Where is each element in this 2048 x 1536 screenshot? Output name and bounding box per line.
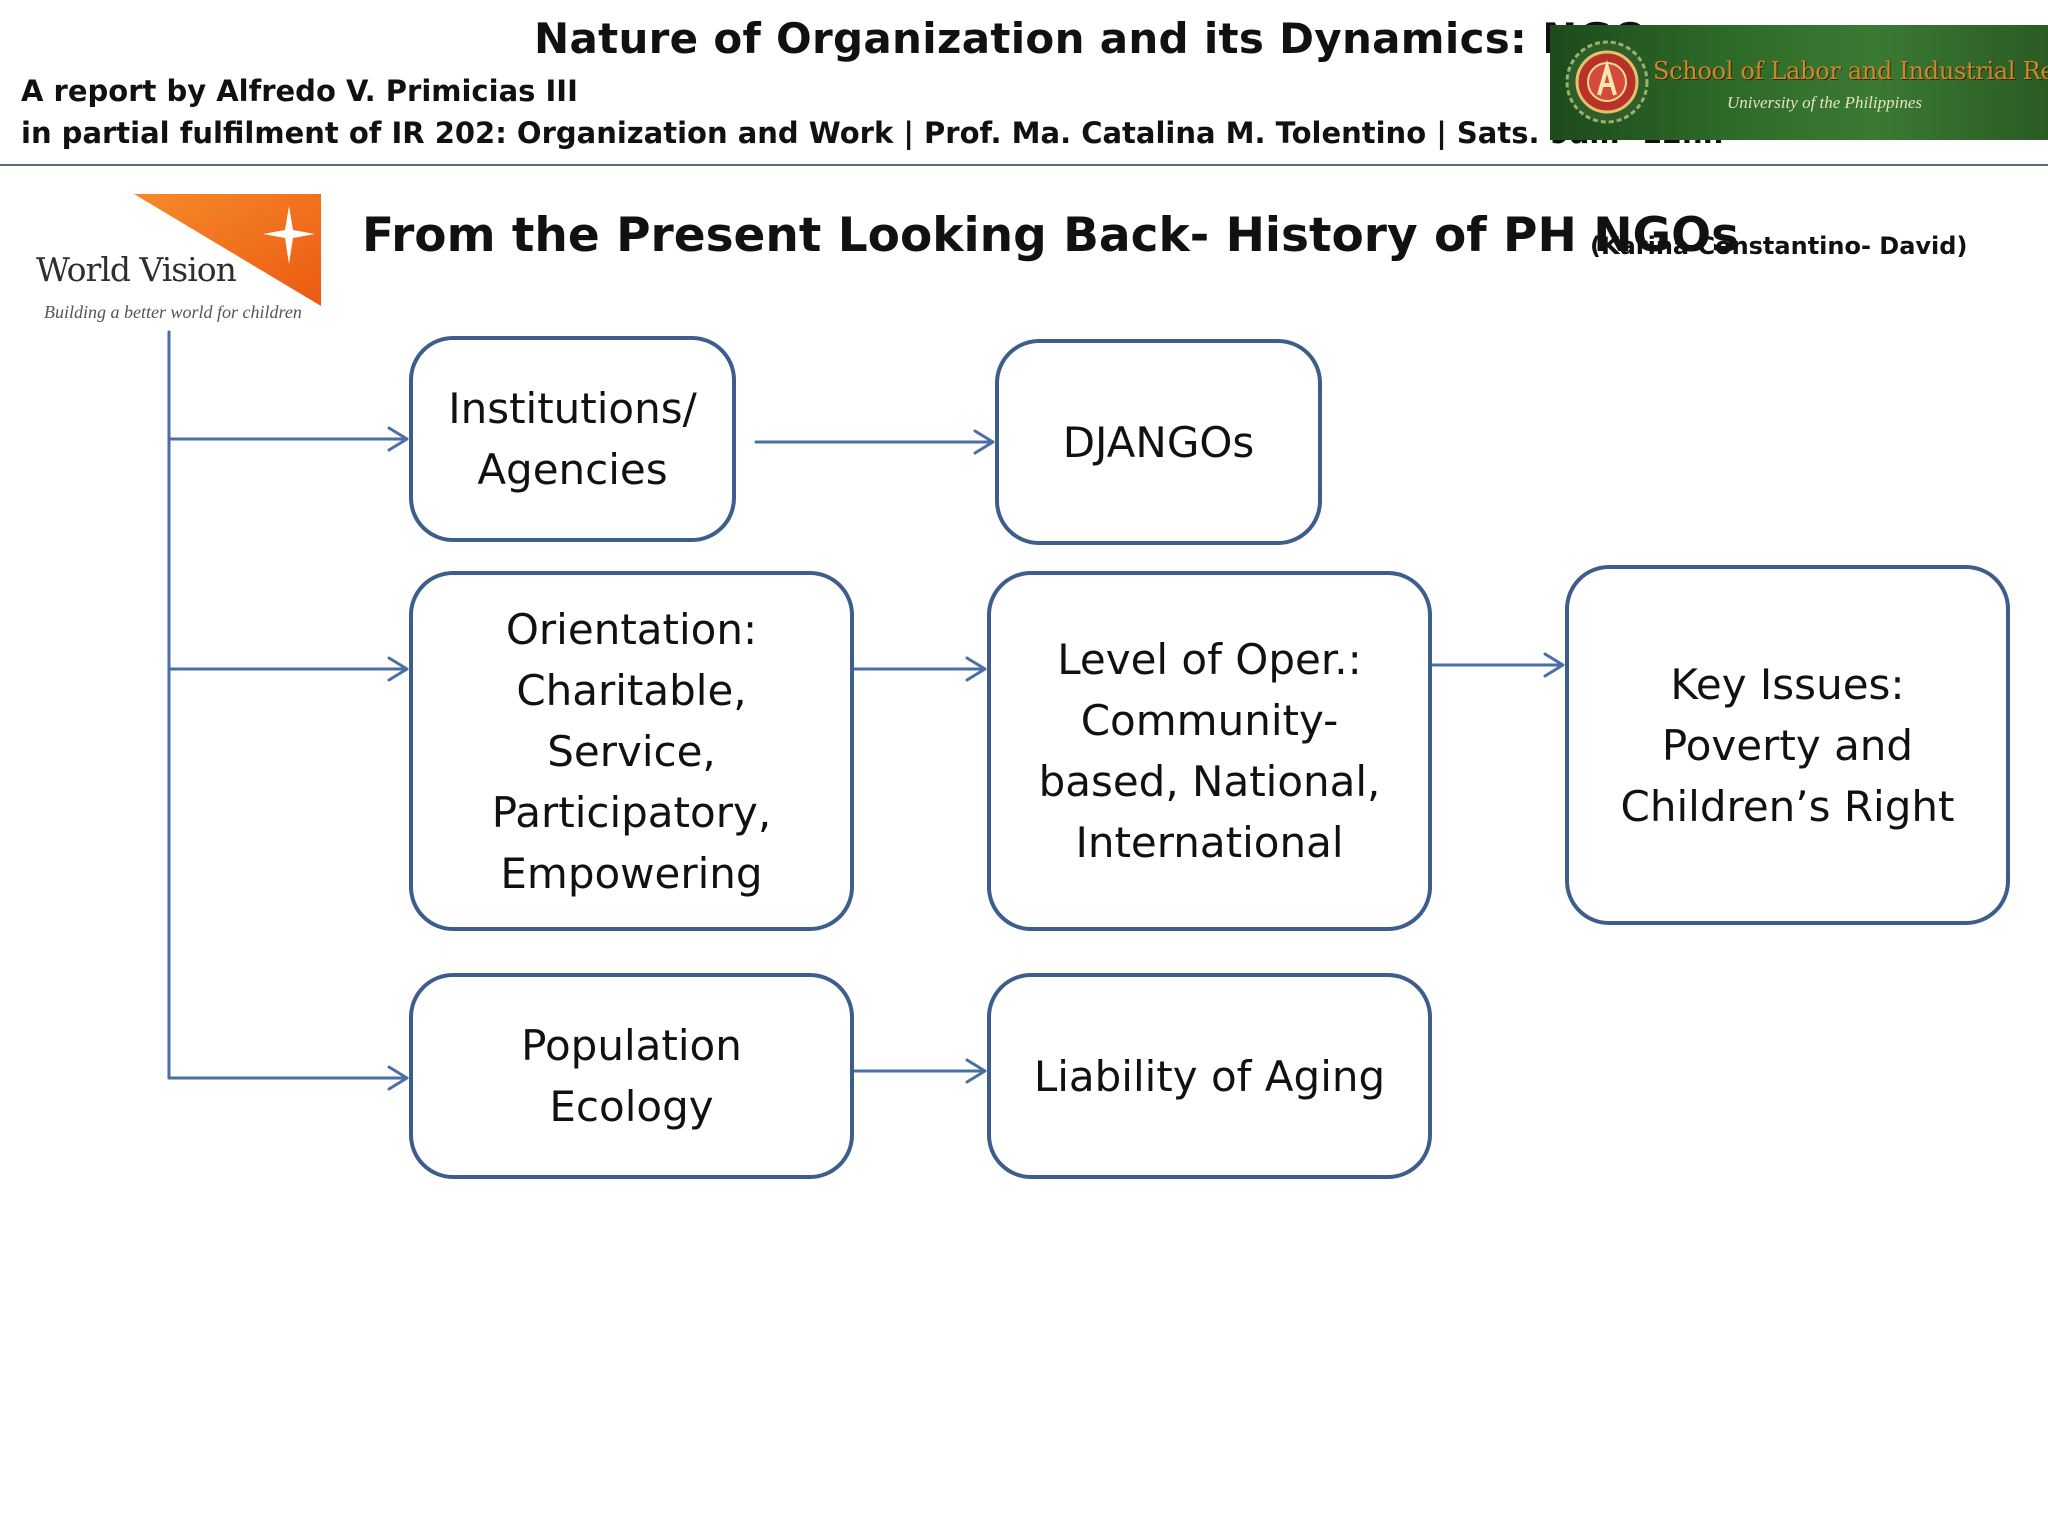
node-label: Liability of Aging <box>1033 1051 1386 1101</box>
world-vision-name: World Vision <box>36 250 237 289</box>
node-institutions-agencies: Institutions/Agencies <box>409 336 736 542</box>
node-liability-of-aging: Liability of Aging <box>987 973 1432 1179</box>
section-credit: (Karina Constantino- David) <box>1590 232 1968 260</box>
report-byline: A report by Alfredo V. Primicias III <box>21 74 578 108</box>
arrowhead-population <box>387 1065 409 1091</box>
solair-university: University of the Philippines <box>1727 93 1922 112</box>
node-orientation: Orientation:Charitable,Service,Participa… <box>409 571 854 931</box>
section-title: From the Present Looking Back- History o… <box>362 208 1740 263</box>
node-label: DJANGOs <box>1062 417 1255 467</box>
arrowhead-issues <box>1543 652 1565 678</box>
node-label: Level of Oper.:Community-based, National… <box>1038 635 1381 867</box>
world-vision-star-icon <box>134 194 321 306</box>
arrowhead-institutions <box>387 426 409 452</box>
node-level-of-operation: Level of Oper.:Community-based, National… <box>987 571 1432 931</box>
arrowhead-liability <box>965 1058 987 1084</box>
arrowhead-level <box>965 656 987 682</box>
slide-title: Nature of Organization and its Dynamics:… <box>534 14 1649 63</box>
world-vision-logo: World Vision Building a better world for… <box>34 192 329 326</box>
header-divider <box>0 164 2048 166</box>
node-djangos: DJANGOs <box>995 339 1322 545</box>
course-info: in partial fulfilment of IR 202: Organiz… <box>21 116 1724 150</box>
arrowhead-djangos <box>973 429 995 455</box>
node-label: Orientation:Charitable,Service,Participa… <box>491 604 772 898</box>
solair-name: School of Labor and Industrial Relations <box>1653 57 2048 85</box>
arrowhead-orientation <box>387 656 409 682</box>
node-label: Institutions/Agencies <box>448 384 697 494</box>
solair-seal-icon <box>1565 40 1649 124</box>
world-vision-tagline: Building a better world for children <box>44 302 302 322</box>
solair-logo: School of Labor and Industrial Relations… <box>1550 25 2048 140</box>
